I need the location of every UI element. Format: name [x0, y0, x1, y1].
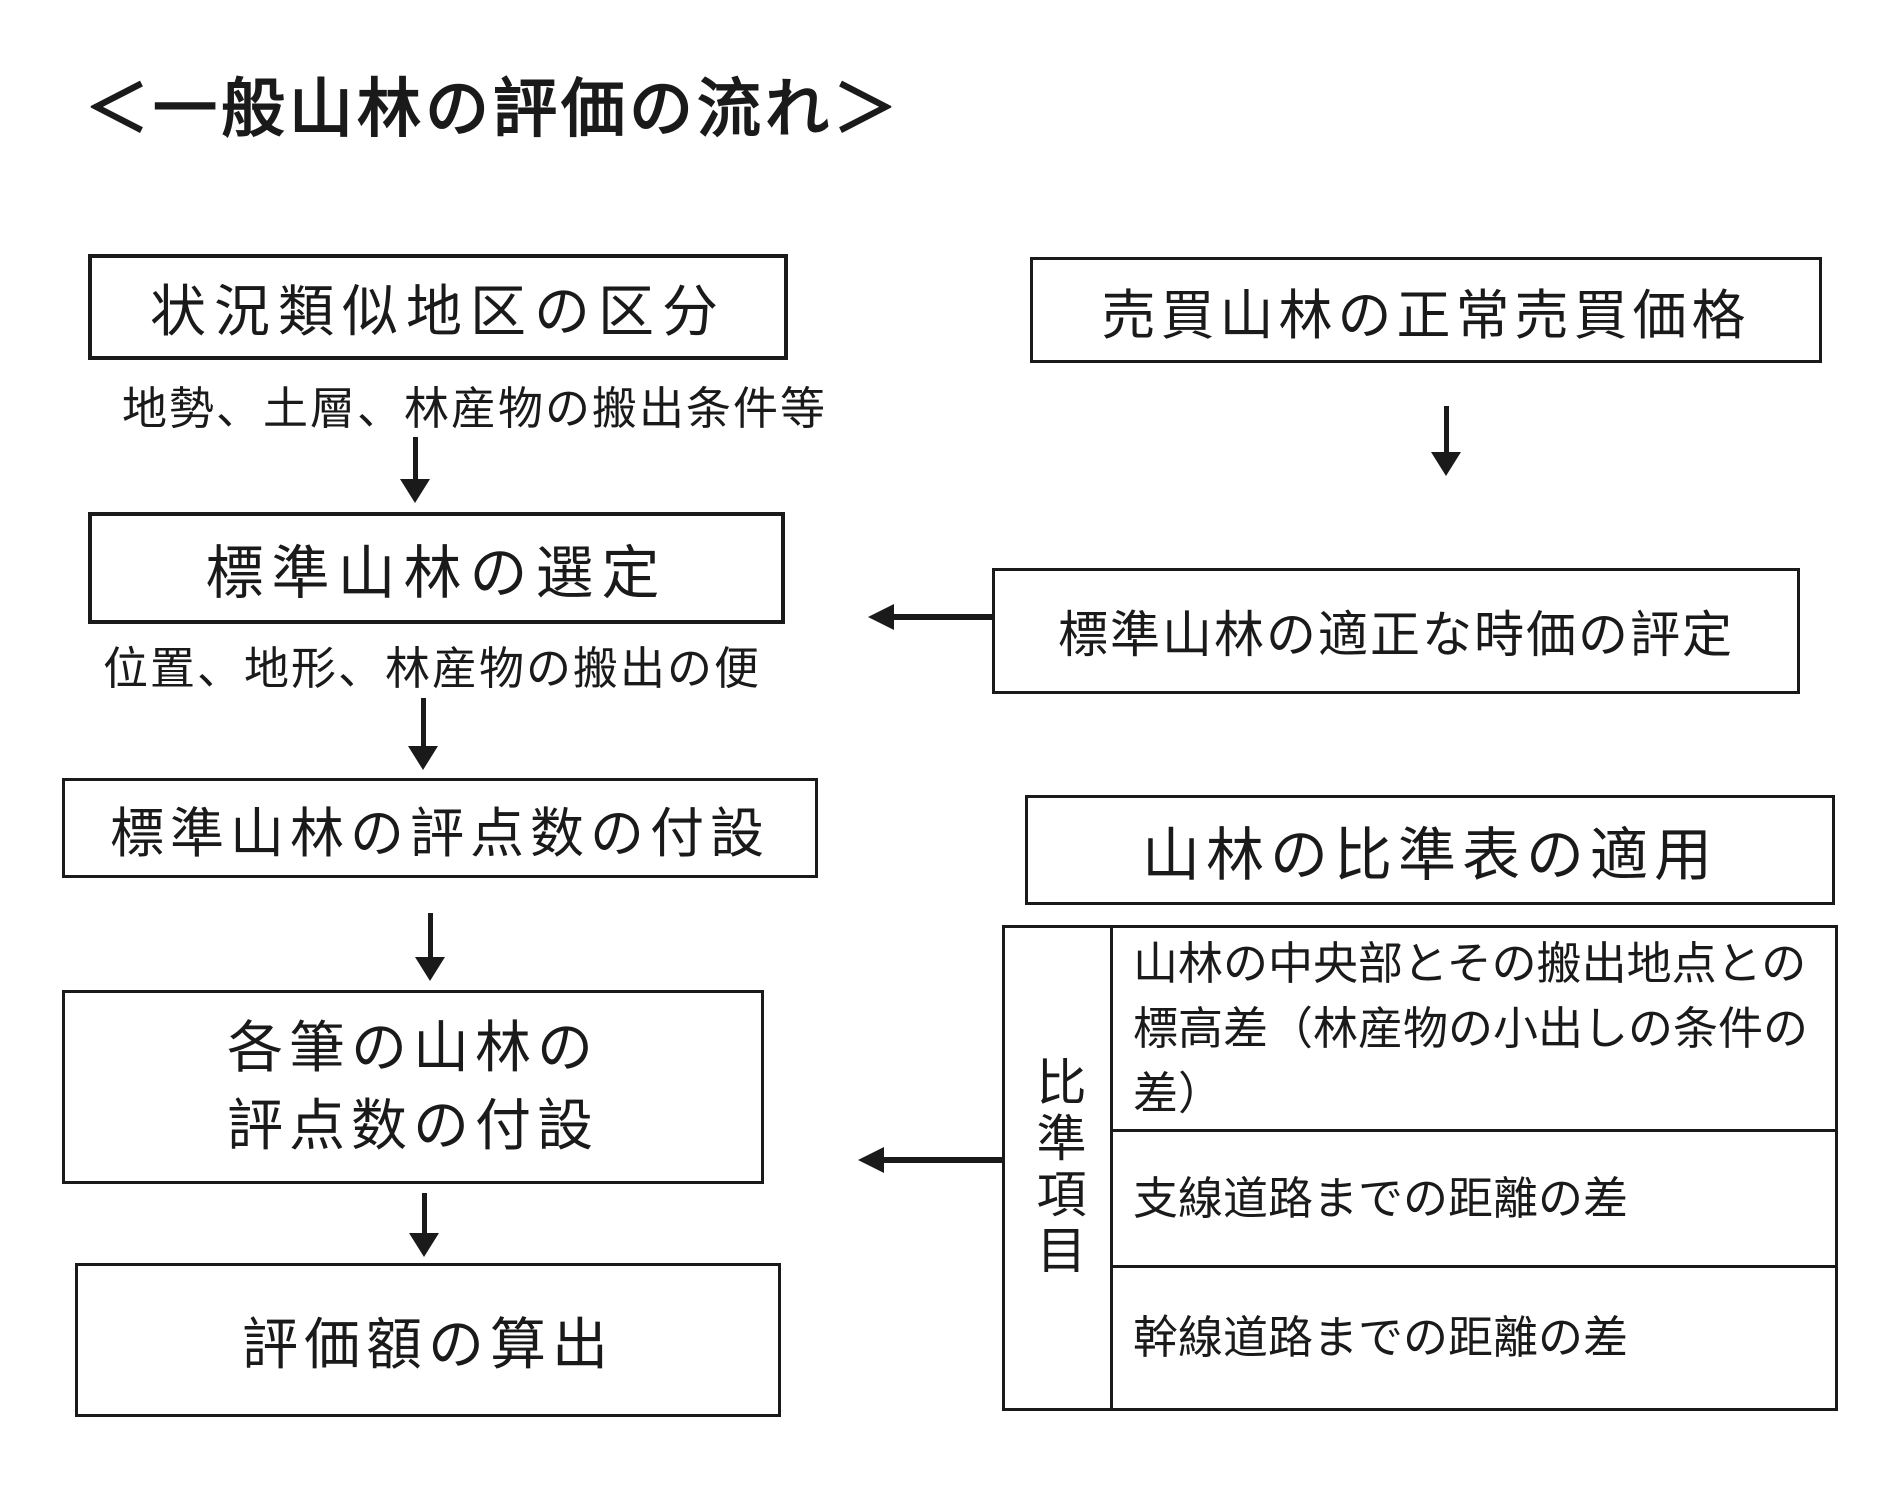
- arrow-head: [400, 479, 430, 503]
- page-title: ＜一般山林の評価の流れ＞: [85, 73, 901, 145]
- arrow-down-icon: [415, 913, 445, 981]
- flow-box-standard-forest-selection: 標準山林の選定: [88, 512, 785, 624]
- comparison-items-header-cell: 比準項目: [1005, 928, 1113, 1408]
- arrow-head: [409, 1233, 439, 1257]
- flow-box-label-line2: 評点数の付設: [227, 1094, 599, 1157]
- arrow-down-icon: [409, 1193, 439, 1257]
- arrow-down-icon: [408, 698, 438, 770]
- arrow-head: [868, 604, 894, 630]
- caption-terrain-conditions: 地勢、土層、林産物の搬出条件等: [122, 383, 828, 434]
- arrow-left-icon: [868, 604, 992, 630]
- flow-box-label: 各筆の山林の 評点数の付設: [227, 1009, 599, 1166]
- flow-box-label: 山林の比準表の適用: [1141, 823, 1718, 888]
- flow-box-assessed-value-calculation: 評価額の算出: [75, 1263, 781, 1417]
- table-row: 山林の中央部とその搬出地点との標高差（林産物の小出しの条件の差）: [1113, 928, 1835, 1132]
- flow-box-label: 状況類似地区の区分: [150, 279, 726, 343]
- flow-box-label-line1: 各筆の山林の: [227, 1015, 599, 1079]
- arrow-stem: [412, 437, 418, 479]
- flow-box-label: 標準山林の評点数の付設: [110, 803, 770, 864]
- arrow-stem: [421, 1193, 427, 1233]
- arrow-stem: [894, 614, 992, 620]
- flow-box-normal-sale-price: 売買山林の正常売買価格: [1030, 257, 1822, 363]
- comparison-items-header-label: 比準項目: [1029, 1056, 1086, 1280]
- arrow-stem: [884, 1157, 1002, 1163]
- arrow-head: [858, 1147, 884, 1173]
- comparison-items-table: 比準項目 山林の中央部とその搬出地点との標高差（林産物の小出しの条件の差） 支線…: [1002, 925, 1838, 1411]
- arrow-stem: [1443, 406, 1449, 452]
- arrow-stem: [427, 913, 433, 957]
- flow-box-label: 標準山林の適正な時価の評定: [1058, 607, 1734, 663]
- arrow-head: [408, 746, 438, 770]
- caption-location-conditions: 位置、地形、林産物の搬出の便: [103, 643, 762, 694]
- arrow-down-icon: [400, 437, 430, 503]
- table-row: 幹線道路までの距離の差: [1133, 1312, 1629, 1364]
- flow-box-label: 評価額の算出: [242, 1312, 614, 1376]
- table-row: 支線道路までの距離の差: [1113, 1132, 1835, 1268]
- arrow-head: [415, 957, 445, 981]
- flow-box-fair-market-value-assessment: 標準山林の適正な時価の評定: [992, 568, 1800, 694]
- flow-box-label: 標準山林の選定: [205, 541, 668, 606]
- arrow-down-icon: [1431, 406, 1461, 476]
- flow-box-comparison-chart-application: 山林の比準表の適用: [1025, 795, 1835, 905]
- arrow-head: [1431, 452, 1461, 476]
- flow-box-standard-forest-points: 標準山林の評点数の付設: [62, 778, 818, 878]
- arrow-stem: [420, 698, 426, 746]
- arrow-left-icon: [858, 1147, 1002, 1173]
- flow-box-each-parcel-points: 各筆の山林の 評点数の付設: [62, 990, 764, 1184]
- flow-box-label: 売買山林の正常売買価格: [1101, 285, 1751, 346]
- flow-box-similar-area-division: 状況類似地区の区分: [88, 254, 788, 360]
- comparison-items-rows: 山林の中央部とその搬出地点との標高差（林産物の小出しの条件の差） 支線道路までの…: [1113, 928, 1835, 1408]
